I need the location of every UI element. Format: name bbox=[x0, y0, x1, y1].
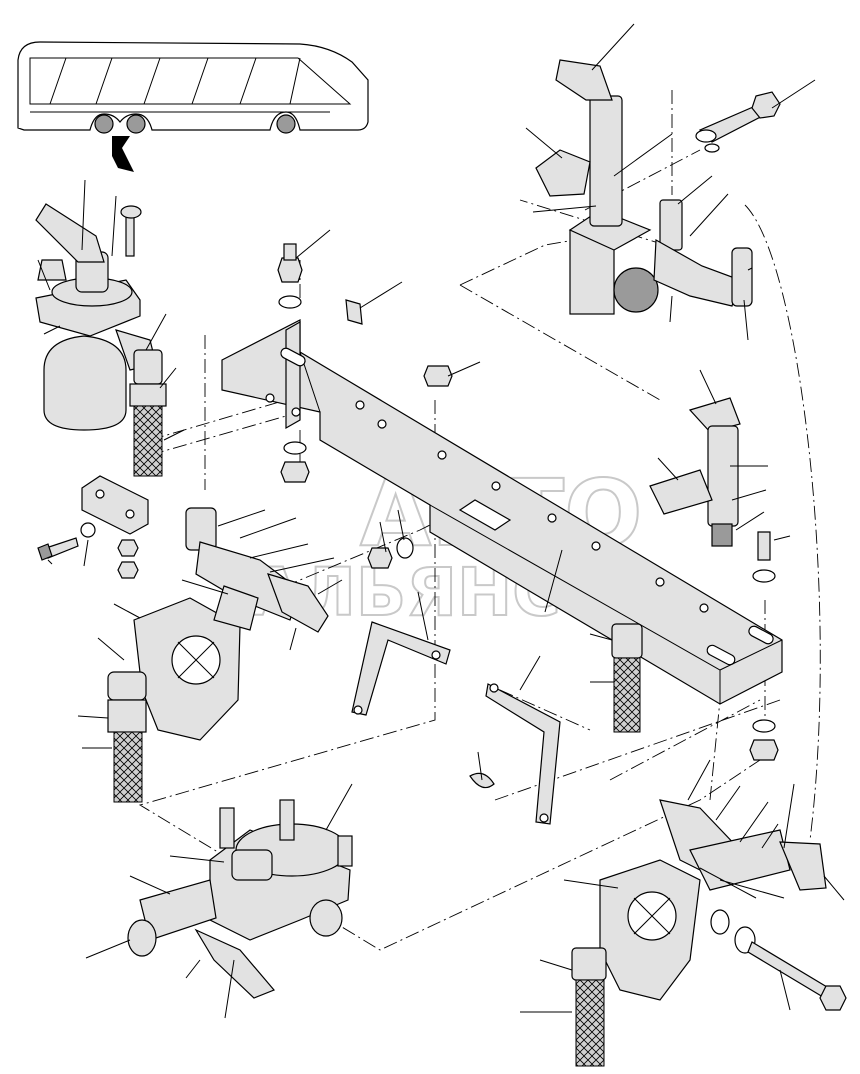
bus-overview bbox=[17, 41, 369, 172]
arrow-up-icon bbox=[112, 136, 134, 172]
support-bracket-35 bbox=[485, 683, 561, 825]
relay-valve bbox=[127, 799, 353, 999]
clip-bracket bbox=[37, 475, 149, 579]
support-bracket-34 bbox=[351, 621, 451, 716]
fasteners bbox=[37, 243, 779, 789]
valve-assembly-right-bottom bbox=[571, 799, 847, 1067]
tee-assembly-right bbox=[611, 397, 741, 733]
valve-assembly-left bbox=[35, 203, 167, 477]
valve-assembly-right-top bbox=[535, 59, 781, 315]
mounting-bracket bbox=[221, 319, 783, 705]
leader-lines: 1 2 2 3 3 3 4 4 5 6 6 7 7 8 9 10 11 11 1… bbox=[37, 23, 845, 1019]
valve-assembly-middle bbox=[107, 507, 329, 803]
